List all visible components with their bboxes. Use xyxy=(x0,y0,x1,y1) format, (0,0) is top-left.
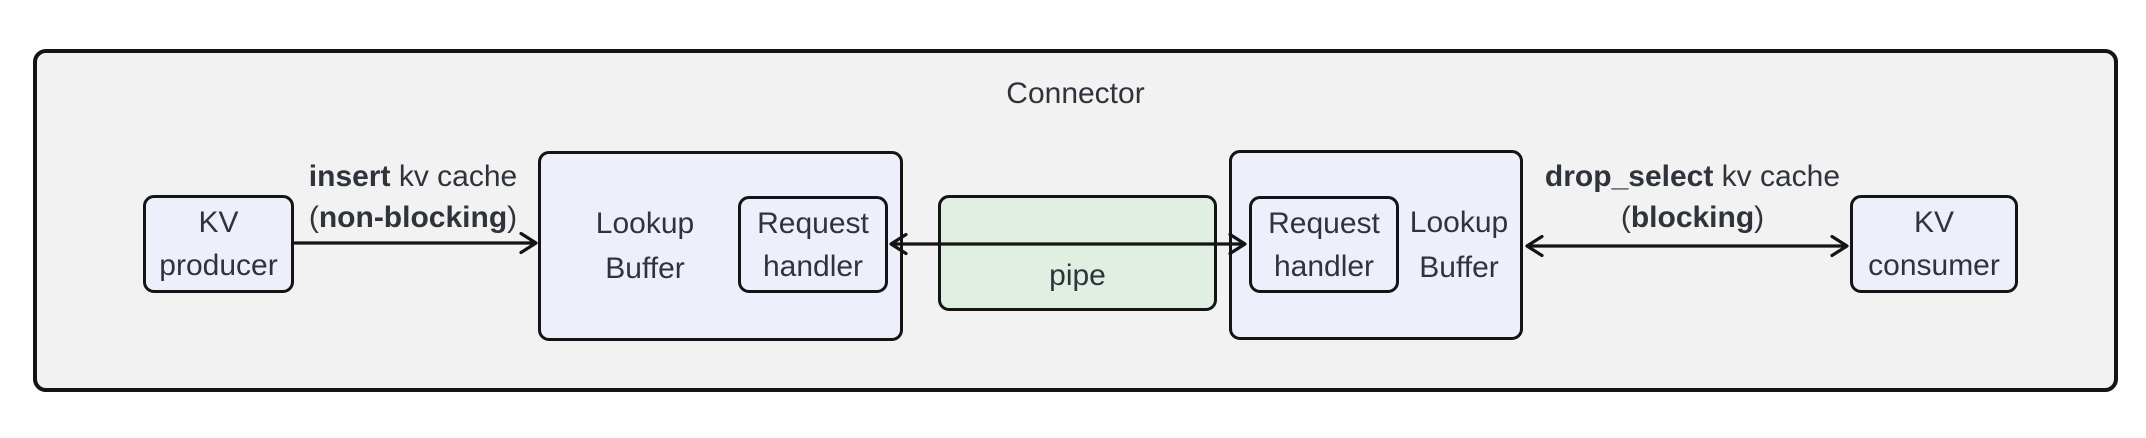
lookup-buffer-left-label: Lookup Buffer xyxy=(595,207,695,285)
request-handler-left-label: Request handler xyxy=(757,206,869,283)
pipe-label: pipe xyxy=(1049,259,1106,292)
drop-select-edge-label-line1: drop_select kv cache xyxy=(1544,160,1841,193)
pipe-node: pipe xyxy=(938,195,1217,311)
request-handler-right-node: Request handler xyxy=(1249,196,1399,293)
drop-select-edge-label-line2: (blocking) xyxy=(1620,201,1765,234)
request-handler-right-label: Request handler xyxy=(1268,206,1380,283)
lookup-buffer-right-label: Lookup Buffer xyxy=(1409,206,1509,284)
drop-select-edge-label: drop_select kv cache (blocking) xyxy=(1510,156,1875,238)
request-handler-left-node: Request handler xyxy=(738,196,888,293)
insert-edge-label-line2: (non-blocking) xyxy=(308,201,518,234)
kv-consumer-label: KV consumer xyxy=(1868,206,2000,282)
kv-consumer-node: KV consumer xyxy=(1850,195,2018,293)
insert-edge-label: insert kv cache (non-blocking) xyxy=(263,156,563,238)
kv-producer-label: KV producer xyxy=(159,206,278,282)
insert-edge-label-line1: insert kv cache xyxy=(308,160,518,193)
connector-title: Connector xyxy=(1006,77,1145,110)
kv-producer-node: KV producer xyxy=(143,195,294,293)
